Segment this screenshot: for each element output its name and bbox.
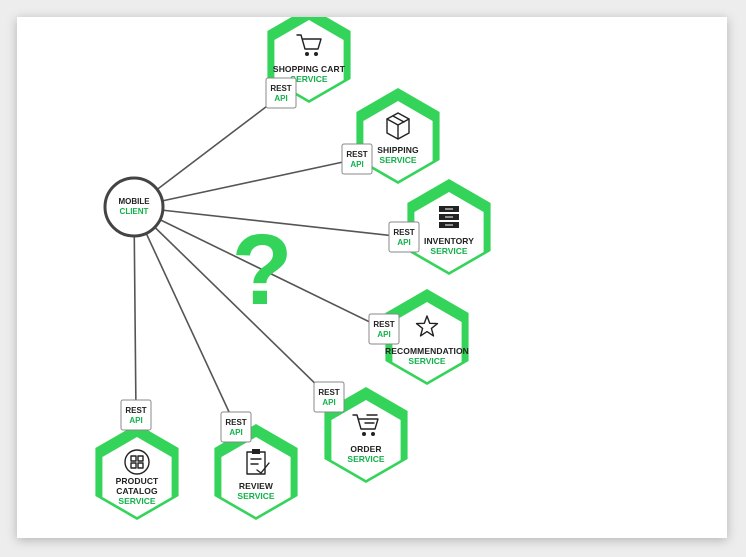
service-subtitle-recommendation: SERVICE	[408, 356, 445, 366]
service-title-review: REVIEW	[239, 481, 274, 491]
service-hexagon-face	[363, 101, 433, 181]
connection-line-inventory	[133, 206, 405, 238]
service-title-shipping: SHIPPING	[377, 145, 419, 155]
service-title-inventory: INVENTORY	[424, 236, 474, 246]
api-badge-line1: REST	[318, 388, 339, 397]
api-badge-box	[368, 313, 400, 345]
service-hexagon-face	[221, 437, 291, 517]
connection-lines	[133, 96, 405, 428]
star-icon	[415, 315, 439, 337]
service-hexagon-face	[392, 302, 462, 382]
api-badge-box	[265, 77, 297, 109]
service-title-order: ORDER	[350, 444, 381, 454]
service-subtitle-shipping: SERVICE	[379, 155, 416, 165]
api-badge-box	[120, 399, 152, 431]
api-badge-line2: API	[377, 330, 390, 339]
stacked-boxes-icon	[439, 206, 459, 228]
service-nodes: SHOPPING CARTSERVICESHIPPINGSERVICEINVEN…	[95, 17, 491, 520]
api-badge-line2: API	[397, 238, 410, 247]
service-subtitle-shopping-cart: SERVICE	[290, 74, 327, 84]
service-subtitle-inventory: SERVICE	[430, 246, 467, 256]
connection-line-review	[133, 206, 237, 428]
service-title-recommendation: RECOMMENDATION	[385, 346, 469, 356]
service-hexagon-face	[102, 437, 172, 517]
question-mark: ?	[231, 214, 292, 326]
architecture-diagram: SHOPPING CARTSERVICESHIPPINGSERVICEINVEN…	[95, 17, 491, 520]
api-badge-box	[341, 143, 373, 175]
shopping-cart-icon	[296, 34, 322, 56]
api-badge-line2: API	[322, 398, 335, 407]
api-badge-line2: API	[350, 160, 363, 169]
connection-line-shipping	[133, 158, 358, 208]
client-label-line1: MOBILE	[118, 197, 150, 206]
connection-line-product-catalog	[133, 206, 137, 416]
api-badge-line2: API	[229, 428, 242, 437]
api-badge-line1: REST	[373, 320, 394, 329]
api-badge-line1: REST	[125, 406, 146, 415]
api-badges: RESTAPIRESTAPIRESTAPIRESTAPIRESTAPIRESTA…	[120, 77, 420, 443]
mobile-client-circle	[103, 176, 165, 238]
connection-line-recommendation	[133, 206, 385, 330]
service-hexagon-face	[331, 400, 401, 480]
service-subtitle-product-catalog: SERVICE	[118, 496, 155, 506]
mobile-client-node: MOBILE CLIENT	[103, 176, 165, 238]
service-subtitle-order: SERVICE	[347, 454, 384, 464]
service-hexagon-face	[414, 192, 484, 272]
clipboard-check-icon	[246, 449, 270, 475]
service-title-product-catalog: PRODUCT	[116, 476, 159, 486]
service-title-product-catalog: CATALOG	[116, 486, 158, 496]
api-badge-line1: REST	[270, 84, 291, 93]
client-label-line2: CLIENT	[120, 207, 149, 216]
api-badge-box	[220, 411, 252, 443]
api-badge-line1: REST	[346, 150, 367, 159]
connection-line-order	[133, 206, 330, 398]
api-badge-line2: API	[274, 94, 287, 103]
api-badge-line1: REST	[393, 228, 414, 237]
api-badge-box	[313, 381, 345, 413]
api-badge-line2: API	[129, 416, 142, 425]
grid-catalog-icon	[124, 449, 150, 475]
service-subtitle-review: SERVICE	[237, 491, 274, 501]
api-badge-line1: REST	[225, 418, 246, 427]
package-box-icon	[386, 112, 410, 140]
cart-list-icon	[352, 414, 379, 436]
api-badge-box	[388, 221, 420, 253]
service-title-shopping-cart: SHOPPING CART	[273, 64, 346, 74]
